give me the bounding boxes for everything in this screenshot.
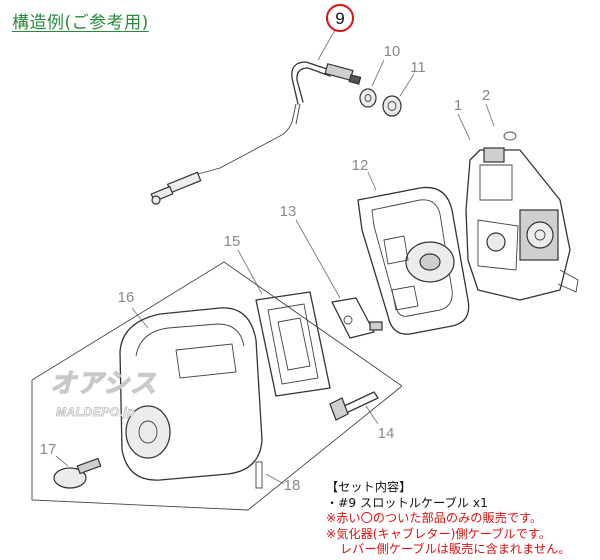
bolt-part — [329, 391, 379, 425]
part-number-16: 16 — [118, 289, 135, 306]
highlight-circle — [326, 4, 354, 32]
watermark-brand-text: オアシス — [50, 368, 157, 398]
part-number-11: 11 — [410, 59, 426, 76]
cover-gasket-part — [255, 461, 285, 489]
notes-remark: ※気化器(キャブレター)側ケーブルです。 — [326, 526, 551, 541]
part-number-14: 14 — [378, 425, 395, 442]
throttle-cable-part — [150, 29, 362, 205]
o-ring-part — [485, 103, 517, 141]
notes-remark: レバー側ケーブルは販売に含まれません。 — [340, 542, 571, 556]
part-number-10: 10 — [384, 43, 401, 60]
part-number-9: 9 — [335, 9, 344, 28]
gasket-plate-part — [295, 219, 383, 339]
part-number-18: 18 — [284, 477, 301, 494]
notes-item: ・#9 スロットルケーブル x1 — [326, 495, 488, 510]
part-number-13: 13 — [280, 203, 297, 220]
watermark-logo: オアシス MALDEPO.jp — [49, 367, 157, 419]
spacer-part — [382, 73, 415, 117]
part-number-12: 12 — [352, 157, 369, 174]
assembly-outline — [31, 261, 403, 511]
part-number-2: 2 — [482, 87, 490, 104]
part-number-1: 1 — [454, 97, 462, 114]
part-number-15: 15 — [224, 233, 241, 250]
part-number-17: 17 — [40, 441, 57, 458]
notes-remark: ※赤い〇のついた部品のみの販売です。 — [326, 511, 543, 525]
set-contents-notes: 【セット内容】 ・#9 スロットルケーブル x1 ※赤い〇のついた部品のみの販売… — [326, 480, 598, 558]
nut-part — [359, 59, 385, 108]
cover-knob-part — [53, 455, 102, 489]
air-cleaner-base-part — [357, 171, 470, 335]
watermark-site-text: MALDEPO.jp — [56, 405, 135, 419]
notes-heading: 【セット内容】 — [326, 480, 412, 494]
page-title: 構造例(ご参考用) — [12, 13, 149, 33]
air-filter-part — [237, 249, 331, 397]
air-cleaner-cover-part — [119, 307, 263, 481]
carburetor-part — [457, 113, 579, 301]
